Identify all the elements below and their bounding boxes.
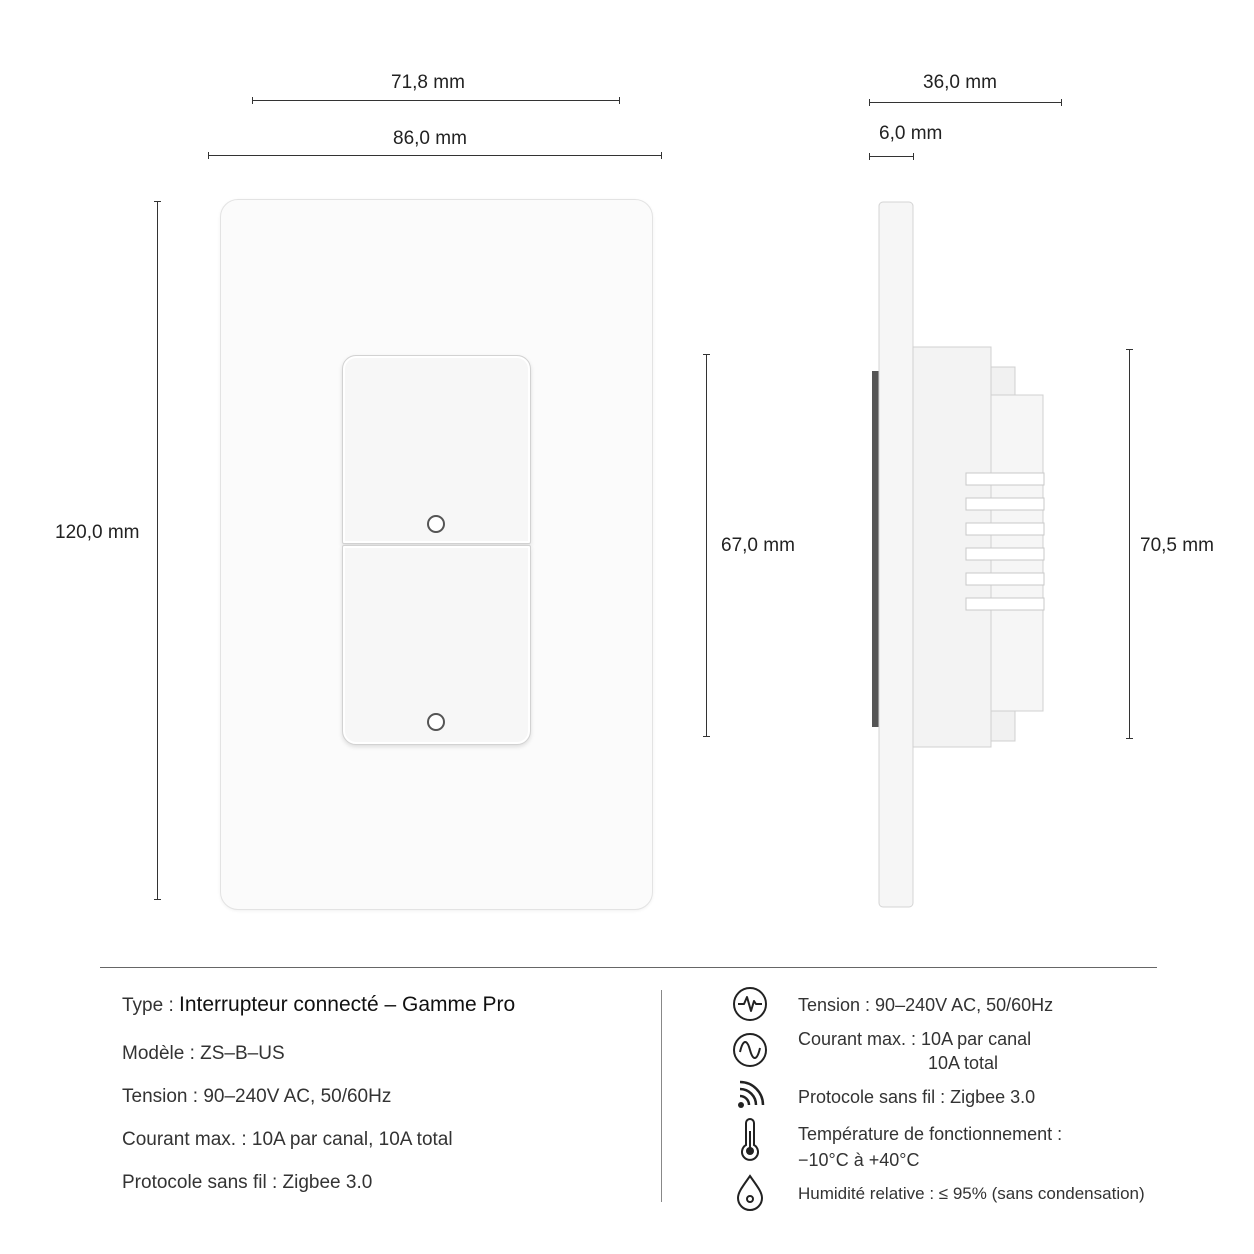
sine-wave-icon xyxy=(733,1033,767,1067)
dimension-front-inner-width: 71,8 mm xyxy=(391,72,465,93)
spec-type: Type : Interrupteur connecté – Gamme Pro xyxy=(122,993,515,1017)
switch-side-view xyxy=(872,201,1045,908)
spec-right-current: Courant max. : 10A par canal 10A total xyxy=(798,1027,1031,1075)
spec-right-temperature-line1: Température de fonctionnement : xyxy=(798,1124,1063,1144)
spec-type-value: Interrupteur connecté – Gamme Pro xyxy=(179,993,516,1016)
section-divider xyxy=(100,967,1157,968)
dimension-side-body-height: 70,5 mm xyxy=(1140,535,1214,556)
spec-voltage: Tension : 90–240V AC, 50/60Hz xyxy=(122,1086,392,1107)
spec-right-current-line1: Courant max. : 10A par canal xyxy=(798,1029,1032,1049)
spec-current: Courant max. : 10A par canal, 10A total xyxy=(122,1129,453,1150)
dimension-front-outer-width: 86,0 mm xyxy=(393,128,467,149)
spec-type-label: Type : xyxy=(122,995,180,1016)
dimension-line-side-body-height xyxy=(1126,349,1133,739)
dimension-front-height: 120,0 mm xyxy=(55,522,140,543)
spec-right-temperature-line2: −10°C à +40°C xyxy=(798,1150,920,1170)
dimension-side-plate-thickness: 6,0 mm xyxy=(879,123,943,144)
dimension-line-front-height xyxy=(154,201,161,900)
spec-right-temperature: Température de fonctionnement : −10°C à … xyxy=(798,1122,1062,1172)
water-drop-icon xyxy=(736,1174,764,1211)
thermometer-icon xyxy=(741,1118,759,1161)
spec-right-current-line2: 10A total xyxy=(928,1053,999,1073)
spec-protocol: Protocole sans fil : Zigbee 3.0 xyxy=(122,1172,373,1193)
column-divider xyxy=(661,990,662,1202)
dimension-line-inner-width xyxy=(252,97,620,104)
dimension-side-depth: 36,0 mm xyxy=(923,72,997,93)
dimension-line-side-depth xyxy=(869,99,1062,106)
rocker-button-top xyxy=(342,355,531,544)
spec-right-protocol: Protocole sans fil : Zigbee 3.0 xyxy=(798,1087,1036,1107)
dimension-line-plate-thickness xyxy=(869,153,914,160)
spec-right-voltage: Tension : 90–240V AC, 50/60Hz xyxy=(798,995,1054,1015)
wireless-signal-icon xyxy=(738,1080,765,1108)
rocker-button-bottom xyxy=(342,545,531,745)
dimension-line-outer-width xyxy=(208,152,662,159)
dimension-rocker-height: 67,0 mm xyxy=(721,535,795,556)
spec-right-humidity: Humidité relative : ≤ 95% (sans condensa… xyxy=(798,1184,1145,1203)
indicator-led-top xyxy=(427,515,445,533)
pulse-icon xyxy=(733,987,767,1021)
spec-model: Modèle : ZS–B–US xyxy=(122,1043,285,1064)
dimension-line-rocker-height xyxy=(703,354,710,737)
indicator-led-bottom xyxy=(427,713,445,731)
